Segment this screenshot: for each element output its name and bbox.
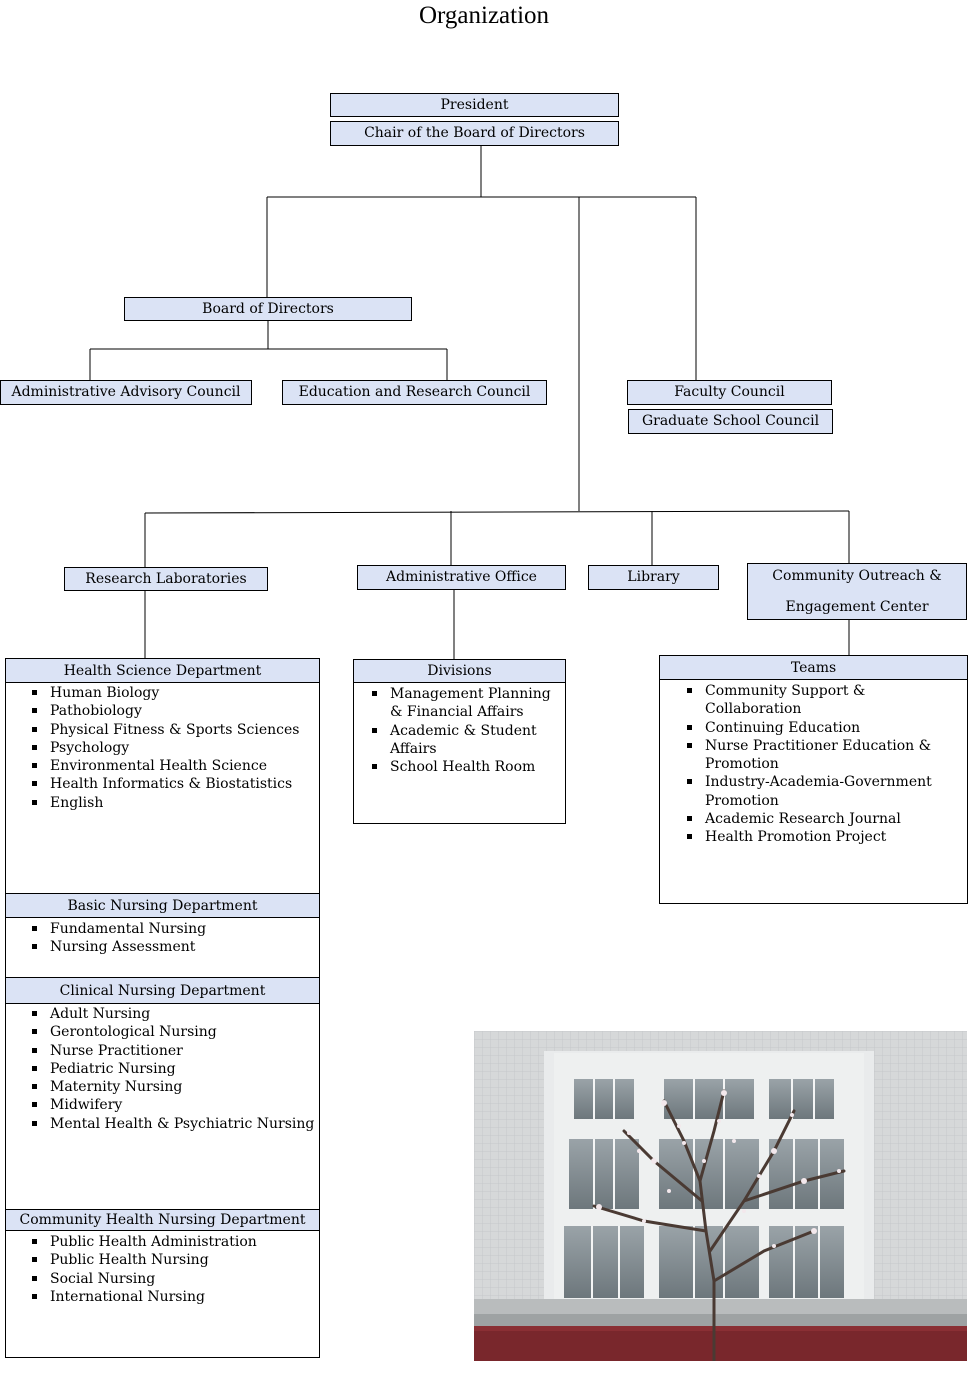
- list-item: Management Planning & Financial Affairs: [364, 685, 560, 722]
- divisions-header: Divisions: [354, 660, 565, 683]
- departments-panel: Health Science Department Human Biology …: [5, 658, 320, 1358]
- research-laboratories-box: Research Laboratories: [64, 567, 268, 591]
- list-item: English: [24, 794, 299, 812]
- list-item: School Health Room: [364, 758, 560, 776]
- teams-list: Community Support & Collaboration Contin…: [679, 682, 959, 847]
- education-research-council-box: Education and Research Council: [282, 380, 547, 405]
- list-item: Mental Health & Psychiatric Nursing: [24, 1115, 314, 1133]
- president-box: President: [330, 93, 619, 117]
- list-item: Gerontological Nursing: [24, 1023, 314, 1041]
- page-title: Organization: [418, 2, 550, 29]
- list-item: Environmental Health Science: [24, 757, 299, 775]
- list-item: Health Promotion Project: [679, 828, 959, 846]
- health-science-list: Human Biology Pathobiology Physical Fitn…: [24, 684, 299, 812]
- list-item: Psychology: [24, 739, 299, 757]
- list-item: Maternity Nursing: [24, 1078, 314, 1096]
- department-header: Health Science Department: [6, 659, 319, 683]
- campus-building-photo: [474, 1031, 967, 1361]
- list-item: Community Support & Collaboration: [679, 682, 959, 719]
- administrative-office-box: Administrative Office: [357, 565, 566, 590]
- clinical-nursing-list: Adult Nursing Gerontological Nursing Nur…: [24, 1005, 314, 1133]
- advisory-council-box: Administrative Advisory Council: [0, 380, 252, 405]
- community-health-list: Public Health Administration Public Heal…: [24, 1233, 257, 1306]
- list-item: Fundamental Nursing: [24, 920, 206, 938]
- list-item: Physical Fitness & Sports Sciences: [24, 721, 299, 739]
- list-item: International Nursing: [24, 1288, 257, 1306]
- department-header: Basic Nursing Department: [6, 893, 319, 918]
- basic-nursing-list: Fundamental Nursing Nursing Assessment: [24, 920, 206, 957]
- list-item: Academic & Student Affairs: [364, 722, 560, 759]
- divisions-list: Management Planning & Financial Affairs …: [364, 685, 560, 776]
- list-item: Nursing Assessment: [24, 938, 206, 956]
- teams-panel: Teams Community Support & Collaboration …: [659, 655, 968, 904]
- list-item: Health Informatics & Biostatistics: [24, 775, 299, 793]
- list-item: Academic Research Journal: [679, 810, 959, 828]
- chair-box: Chair of the Board of Directors: [330, 121, 619, 146]
- list-item: Public Health Nursing: [24, 1251, 257, 1269]
- graduate-school-council-box: Graduate School Council: [628, 409, 833, 434]
- faculty-council-box: Faculty Council: [627, 380, 832, 405]
- list-item: Social Nursing: [24, 1270, 257, 1288]
- list-item: Pediatric Nursing: [24, 1060, 314, 1078]
- library-box: Library: [588, 565, 719, 590]
- department-header: Clinical Nursing Department: [6, 977, 319, 1004]
- list-item: Nurse Practitioner Education & Promotion: [679, 737, 959, 774]
- list-item: Public Health Administration: [24, 1233, 257, 1251]
- list-item: Continuing Education: [679, 719, 959, 737]
- list-item: Adult Nursing: [24, 1005, 314, 1023]
- community-outreach-center-box: Community Outreach & Engagement Center: [747, 563, 967, 620]
- board-of-directors-box: Board of Directors: [124, 297, 412, 321]
- department-header: Community Health Nursing Department: [6, 1209, 319, 1231]
- list-item: Midwifery: [24, 1096, 314, 1114]
- list-item: Human Biology: [24, 684, 299, 702]
- list-item: Nurse Practitioner: [24, 1042, 314, 1060]
- teams-header: Teams: [660, 656, 967, 680]
- divisions-panel: Divisions Management Planning & Financia…: [353, 659, 566, 824]
- list-item: Pathobiology: [24, 702, 299, 720]
- list-item: Industry-Academia-Government Promotion: [679, 773, 959, 810]
